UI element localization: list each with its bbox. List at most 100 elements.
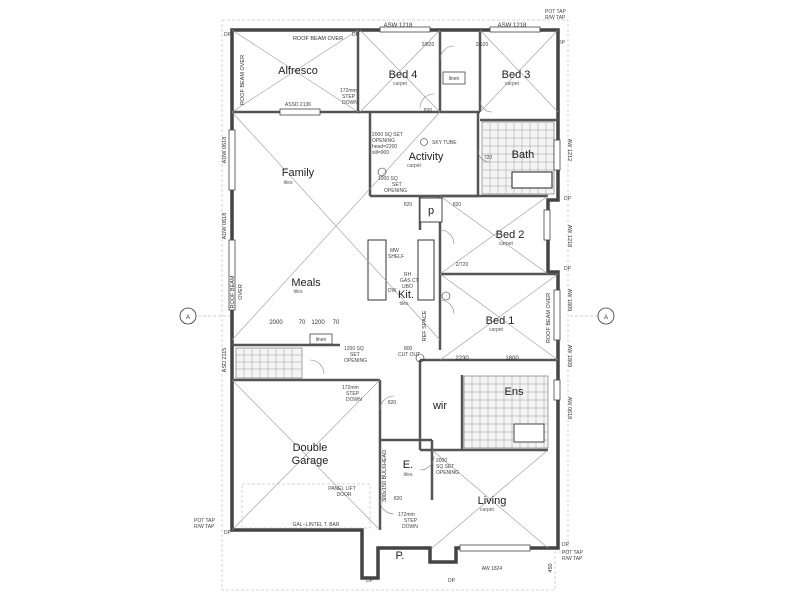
room-bed2: Bed 2 xyxy=(496,229,525,241)
ceiling-lines xyxy=(231,29,559,549)
room-bed1: Bed 1 xyxy=(486,315,515,327)
note-sq-1000-1: 1000 SQ xyxy=(378,176,398,182)
note-dp-br: DP xyxy=(562,542,570,548)
site-outline xyxy=(221,19,569,591)
note-panel-lift-1: PANEL LIFT xyxy=(328,486,356,492)
note-door-820-wir: 820 xyxy=(388,400,397,406)
note-pot-tap-br-1: POT TAP xyxy=(562,550,584,556)
room-bed3: Bed 3 xyxy=(502,69,531,81)
room-bed4-floor: carpet xyxy=(393,81,408,87)
note-sq-1000-2: SET xyxy=(392,182,402,188)
garage-door-line xyxy=(241,483,371,529)
note-bulkhead: 300x150 BULKHEAD xyxy=(382,450,388,502)
laundry-tiles xyxy=(235,347,303,379)
note-pot-tap-bl-1: POT TAP xyxy=(194,518,216,524)
note-panel-lift-2: DOOR xyxy=(337,492,352,498)
note-aw-1824: AW 1824 xyxy=(482,566,503,572)
room-garage-line2: Garage xyxy=(292,455,329,467)
note-asw-top-right: ASW 1218 xyxy=(498,23,527,29)
note-roof-beam-right: ROOF BEAM OVER xyxy=(546,293,552,343)
note-roof-beam-top: ROOF BEAM OVER xyxy=(293,36,343,42)
room-bed4: Bed 4 xyxy=(389,69,418,81)
note-dp-1: DP xyxy=(224,32,232,38)
note-step-g2: STEP xyxy=(346,391,360,397)
room-meals: Meals xyxy=(291,277,321,289)
door-swings xyxy=(309,45,493,515)
note-door-2-720: 2/720 xyxy=(456,262,469,268)
room-alfresco: Alfresco xyxy=(278,65,318,77)
room-entry-floor: tiles xyxy=(404,472,413,478)
section-label-left: A xyxy=(186,315,190,321)
section-marker-right: A xyxy=(570,307,615,325)
dim-70-b: 70 xyxy=(333,320,340,326)
dim-1800: 1800 xyxy=(505,356,519,362)
note-ref-space: REF SPACE xyxy=(422,310,428,341)
smoke-detectors xyxy=(377,138,451,363)
note-rh-2: GAS CT xyxy=(400,278,419,284)
note-gal-lintel: GAL--LINTEL T. BAR xyxy=(293,522,340,528)
note-door-820-entry: 820 xyxy=(394,496,403,502)
note-step-p1: 172mm xyxy=(398,512,415,518)
kitchen-bench xyxy=(417,239,435,301)
note-cut-800-2: CUT OUT xyxy=(398,352,420,358)
note-sq-set-1: 2000 SQ SET xyxy=(372,132,403,138)
room-ensuite: Ens xyxy=(505,386,524,398)
linen-cupboard-1 xyxy=(442,71,466,85)
note-dp-5: DP xyxy=(366,578,374,584)
note-rh-1: RH xyxy=(404,272,412,278)
note-aw-1212: AW 1212 xyxy=(566,139,572,161)
room-family: Family xyxy=(282,167,315,179)
room-wir: wir xyxy=(432,400,447,412)
note-door-820-p2: 820 xyxy=(453,202,462,208)
note-aw-0618: AW 0618 xyxy=(566,397,572,419)
note-sq-1200-1: 1200 SQ xyxy=(344,346,364,352)
room-kitchen: Kit. xyxy=(398,289,414,301)
note-dp-4: DP xyxy=(224,530,232,536)
note-roof-beam-left-b: ROOF BEAM xyxy=(230,275,236,308)
note-sq-1200-3: OPENING xyxy=(344,358,367,364)
internal-walls xyxy=(232,30,558,530)
note-adw-left-1: ADW 0618 xyxy=(222,137,228,164)
note-door-720: 720 xyxy=(484,155,493,161)
ensuite-tiles xyxy=(463,375,549,449)
room-porch: P. xyxy=(396,550,405,562)
pantry xyxy=(419,197,443,223)
note-sq-2000-l1: 2000 xyxy=(436,458,447,464)
note-sq-2000-l3: OPENING xyxy=(436,470,459,476)
note-rh-3: UBO xyxy=(402,284,413,290)
note-sq-set-3: head=2200 xyxy=(372,144,397,150)
room-living-floor: carpet xyxy=(480,507,495,513)
note-dw: DW xyxy=(388,288,397,294)
kitchen-island xyxy=(367,239,387,301)
room-family-floor: tiles xyxy=(284,180,293,186)
note-sq-1000-3: OPENING xyxy=(384,188,407,194)
note-step-p2: STEP xyxy=(404,518,418,524)
room-bed3-floor: carpet xyxy=(505,81,520,87)
note-roof-beam-left: ROOF BEAM OVER xyxy=(240,55,246,105)
note-door-820-bed4: 820 xyxy=(424,108,433,114)
dim-1200: 1200 xyxy=(311,320,325,326)
note-step-3: DOWN xyxy=(342,100,358,106)
note-adw-left-2: ADW 0618 xyxy=(222,213,228,240)
note-pot-tap-top-2: R/W TAP xyxy=(545,15,566,21)
room-activity-floor: carpet xyxy=(407,163,422,169)
note-cut-800-1: 800 xyxy=(404,346,413,352)
note-roof-beam-left-c: OVER xyxy=(238,284,244,300)
note-dp-2: DP xyxy=(352,32,360,38)
note-mw-2: SHELF xyxy=(388,254,404,260)
room-meals-floor: tiles xyxy=(294,289,303,295)
note-pot-tap-br-2: R/W TAP xyxy=(562,556,583,562)
note-pot-tap-top-1: POT TAP xyxy=(545,9,567,15)
note-mw-1: MW xyxy=(390,248,399,254)
section-marker-left: A xyxy=(179,307,230,325)
note-dp-6: DP xyxy=(448,578,456,584)
bath-tiles xyxy=(481,121,555,195)
note-dp-3: DP xyxy=(558,40,566,46)
note-dp-8: DP xyxy=(564,196,572,202)
note-step-p3: DOWN xyxy=(402,524,418,530)
note-aw-1809-b: AW 1809 xyxy=(566,345,572,367)
room-linen-1: linen xyxy=(449,76,460,82)
note-pot-tap-bl-2: R/W TAP xyxy=(194,524,215,530)
note-sq-2000-l2: SQ SET xyxy=(436,464,454,470)
